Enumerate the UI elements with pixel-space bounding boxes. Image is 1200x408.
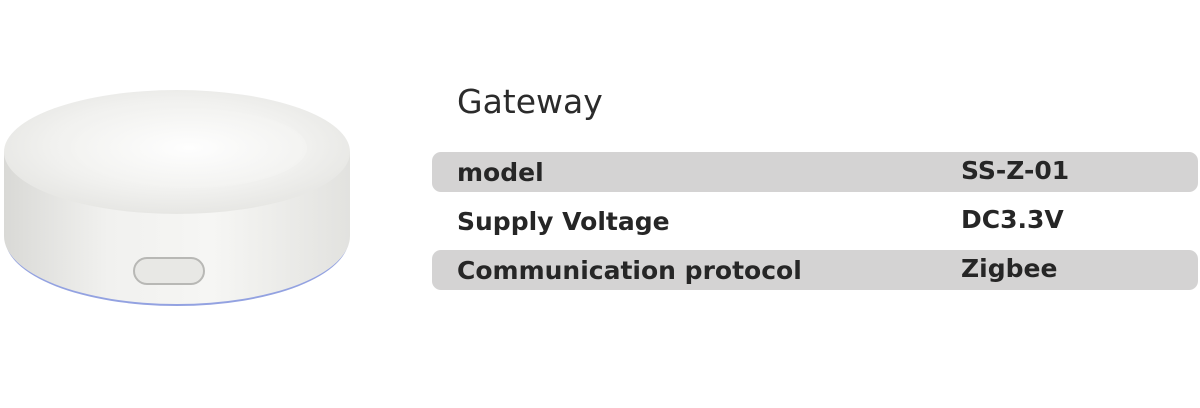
spec-value: DC3.3V: [961, 205, 1064, 234]
spec-value: Zigbee: [961, 254, 1058, 283]
product-title: Gateway: [457, 82, 603, 121]
spec-label: Supply Voltage: [457, 207, 670, 236]
spec-row-communication-protocol: Communication protocol Zigbee: [432, 250, 1198, 290]
spec-row-supply-voltage: Supply Voltage DC3.3V: [432, 201, 1198, 241]
reset-button-graphic: [133, 257, 205, 285]
spec-table: model SS-Z-01 Supply Voltage DC3.3V Comm…: [432, 152, 1198, 299]
spec-value: SS-Z-01: [961, 156, 1070, 185]
spec-label: Communication protocol: [457, 256, 802, 285]
spec-label: model: [457, 158, 544, 187]
spec-row-model: model SS-Z-01: [432, 152, 1198, 192]
gateway-device-image: [4, 90, 350, 306]
